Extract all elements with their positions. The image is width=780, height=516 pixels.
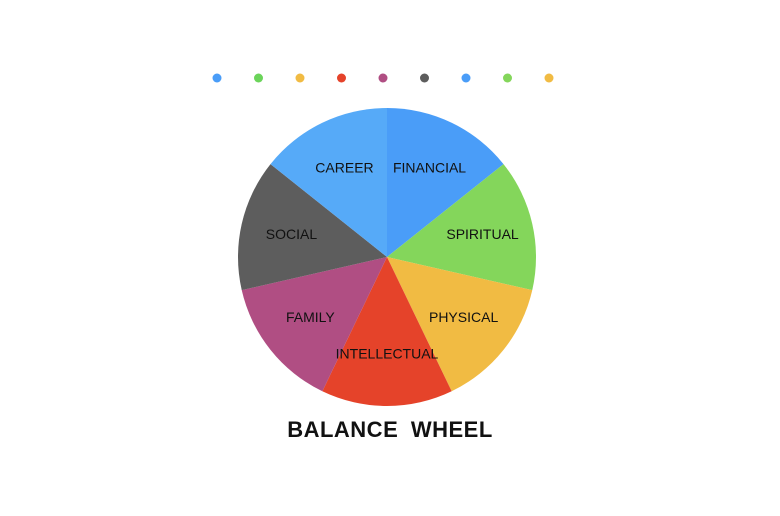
legend-dot [212,73,222,83]
legend-dot [337,73,346,83]
slice-label-spiritual: SPIRITUAL [446,226,519,242]
slice-labels: FINANCIAL SPIRITUAL PHYSICAL INTELLECTUAL FA… [266,159,519,361]
legend-dot [420,73,429,83]
pie-slice-financial [387,108,504,257]
legend-dot [254,73,263,83]
legend-dot [544,73,554,83]
legend-dot [295,73,305,83]
chart-title: BALANCE WHEEL [287,417,493,442]
slice-label-career: CAREER [315,159,373,175]
pie-slice-social [238,164,387,291]
legend-dot [461,73,471,83]
pie-slice-physical [387,257,533,392]
slice-label-intellectual: INTELLECTUAL [336,346,439,362]
slice-label-financial: FINANCIAL [393,159,466,175]
pie-slice-career [270,108,387,257]
pie-slice-family [241,257,387,392]
legend-dot [503,73,512,83]
pie-slice-spiritual [387,164,536,291]
pie-slice-intellectual [322,257,452,406]
pie-slices [238,108,536,406]
legend-dot [378,73,388,83]
slice-label-family: FAMILY [286,309,335,325]
legend [212,73,554,83]
slice-label-physical: PHYSICAL [429,309,498,325]
slice-label-social: SOCIAL [266,226,318,242]
